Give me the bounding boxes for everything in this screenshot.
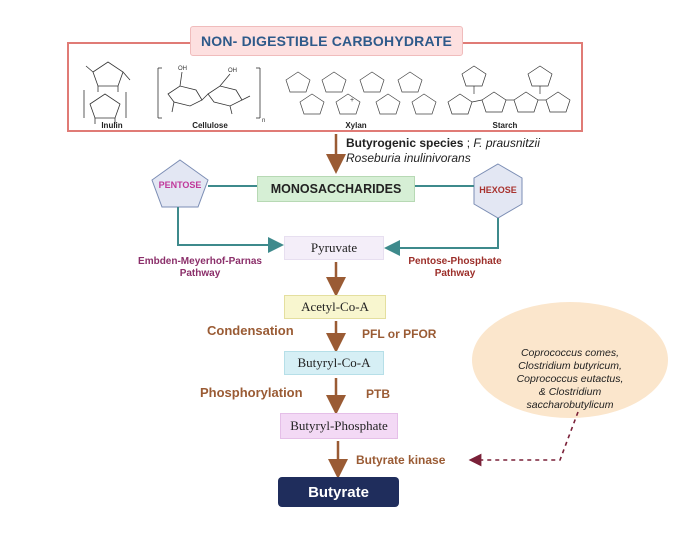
cellulose-structure xyxy=(157,67,261,119)
butyryl-coa-box: Butyryl-Co-A xyxy=(284,351,384,375)
xylan-structure xyxy=(285,71,437,115)
bacteria-line4: & Clostridium xyxy=(538,385,602,398)
bacteria-line5: saccharobutylicum xyxy=(526,398,614,411)
ppp-line2: Pathway xyxy=(434,268,476,279)
butyrate-kinase-label: Butyrate kinase xyxy=(356,453,446,467)
arrow-pentose-pyruvate xyxy=(177,207,284,253)
butyrate-box: Butyrate xyxy=(278,477,399,507)
svg-text:+: + xyxy=(350,97,354,104)
pentose-shape xyxy=(151,159,209,208)
species-line1: F. prausnitzii xyxy=(473,136,540,150)
ptb-label: PTB xyxy=(366,387,390,401)
svg-text:OH: OH xyxy=(228,68,237,74)
pyruvate-box: Pyruvate xyxy=(284,236,384,260)
starch-label: Starch xyxy=(492,121,518,130)
butyrogenic-species-text: Butyrogenic species ; F. prausnitzii Ros… xyxy=(346,136,540,166)
monosaccharides-box: MONOSACCHARIDES xyxy=(257,176,415,202)
bacteria-line2: Clostridium butyricum, xyxy=(518,359,622,372)
starch-structure xyxy=(447,65,571,115)
emp-pathway-label: Embden-Meyerhof-Parnas Pathway xyxy=(126,256,274,280)
species-line2: Roseburia inulinivorans xyxy=(346,151,471,165)
emp-line1: Embden-Meyerhof-Parnas xyxy=(138,256,262,267)
dashed-arrow-bacteria-kinase xyxy=(468,411,579,467)
phosphorylation-label: Phosphorylation xyxy=(200,385,303,400)
pentose-label: PENTOSE xyxy=(158,180,202,190)
arrow-hexose-pyruvate xyxy=(384,218,499,256)
cellulose-label: Cellulose xyxy=(192,121,228,130)
ppp-line1: Pentose-Phosphate xyxy=(408,256,502,267)
bacteria-ellipse xyxy=(472,302,668,418)
inulin-structure xyxy=(83,61,131,124)
ppp-pathway-label: Pentose-Phosphate Pathway xyxy=(390,256,520,280)
carbohydrate-title: NON- DIGESTIBLE CARBOHYDRATE xyxy=(190,26,463,56)
inulin-label: Inulin xyxy=(101,121,123,130)
species-label: Butyrogenic species xyxy=(346,136,464,150)
svg-text:OH: OH xyxy=(178,66,187,72)
hexose-label: HEXOSE xyxy=(479,185,517,195)
bacteria-line1: Coprococcus comes, xyxy=(520,346,620,359)
bacteria-line3: Coprococcus eutactus, xyxy=(516,372,624,385)
condensation-label: Condensation xyxy=(207,323,294,338)
svg-text:n: n xyxy=(262,118,265,124)
acetyl-coa-box: Acetyl-Co-A xyxy=(284,295,386,319)
pfl-pfor-label: PFL or PFOR xyxy=(362,327,437,341)
species-separator: ; xyxy=(463,136,474,150)
xylan-label: Xylan xyxy=(345,121,367,130)
bacteria-list: Coprococcus comes, Clostridium butyricum… xyxy=(474,314,666,444)
emp-line2: Pathway xyxy=(179,268,221,279)
butyryl-phosphate-box: Butyryl-Phosphate xyxy=(280,413,398,439)
